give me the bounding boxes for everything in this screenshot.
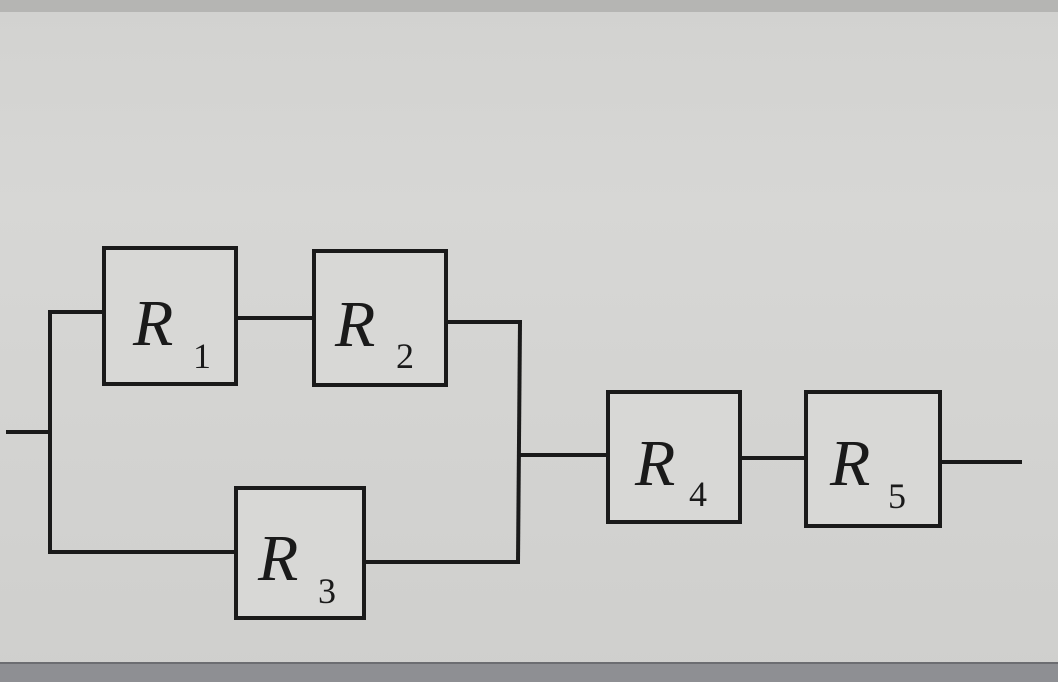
resistor-r3-subscript: 3: [318, 571, 336, 611]
resistor-r4-subscript: 4: [689, 474, 707, 514]
resistor-r5: R 5: [804, 390, 942, 528]
wire-right-bus: [515, 319, 523, 565]
resistor-r1-box: [102, 246, 238, 386]
resistor-r4-box: [606, 390, 742, 524]
resistor-r5-box: [804, 390, 942, 528]
resistor-r1-letter: R: [132, 287, 173, 360]
photo-top-edge: [0, 0, 1058, 12]
resistor-r3-box: [234, 486, 366, 620]
resistor-r3-letter: R: [257, 522, 298, 595]
resistor-r4-letter: R: [634, 427, 675, 500]
resistor-r2-letter: R: [334, 288, 375, 361]
photo-bottom-edge: [0, 662, 1058, 682]
resistor-r2-box: [312, 249, 448, 387]
resistor-r5-subscript: 5: [888, 476, 906, 516]
resistor-r5-letter: R: [829, 427, 870, 500]
resistor-r1: R 1: [102, 246, 238, 386]
resistor-r4: R 4: [606, 390, 742, 524]
resistor-r2: R 2: [312, 249, 448, 387]
resistor-r2-subscript: 2: [396, 336, 414, 376]
resistor-r1-subscript: 1: [193, 336, 211, 376]
resistor-r3: R 3: [234, 486, 366, 620]
